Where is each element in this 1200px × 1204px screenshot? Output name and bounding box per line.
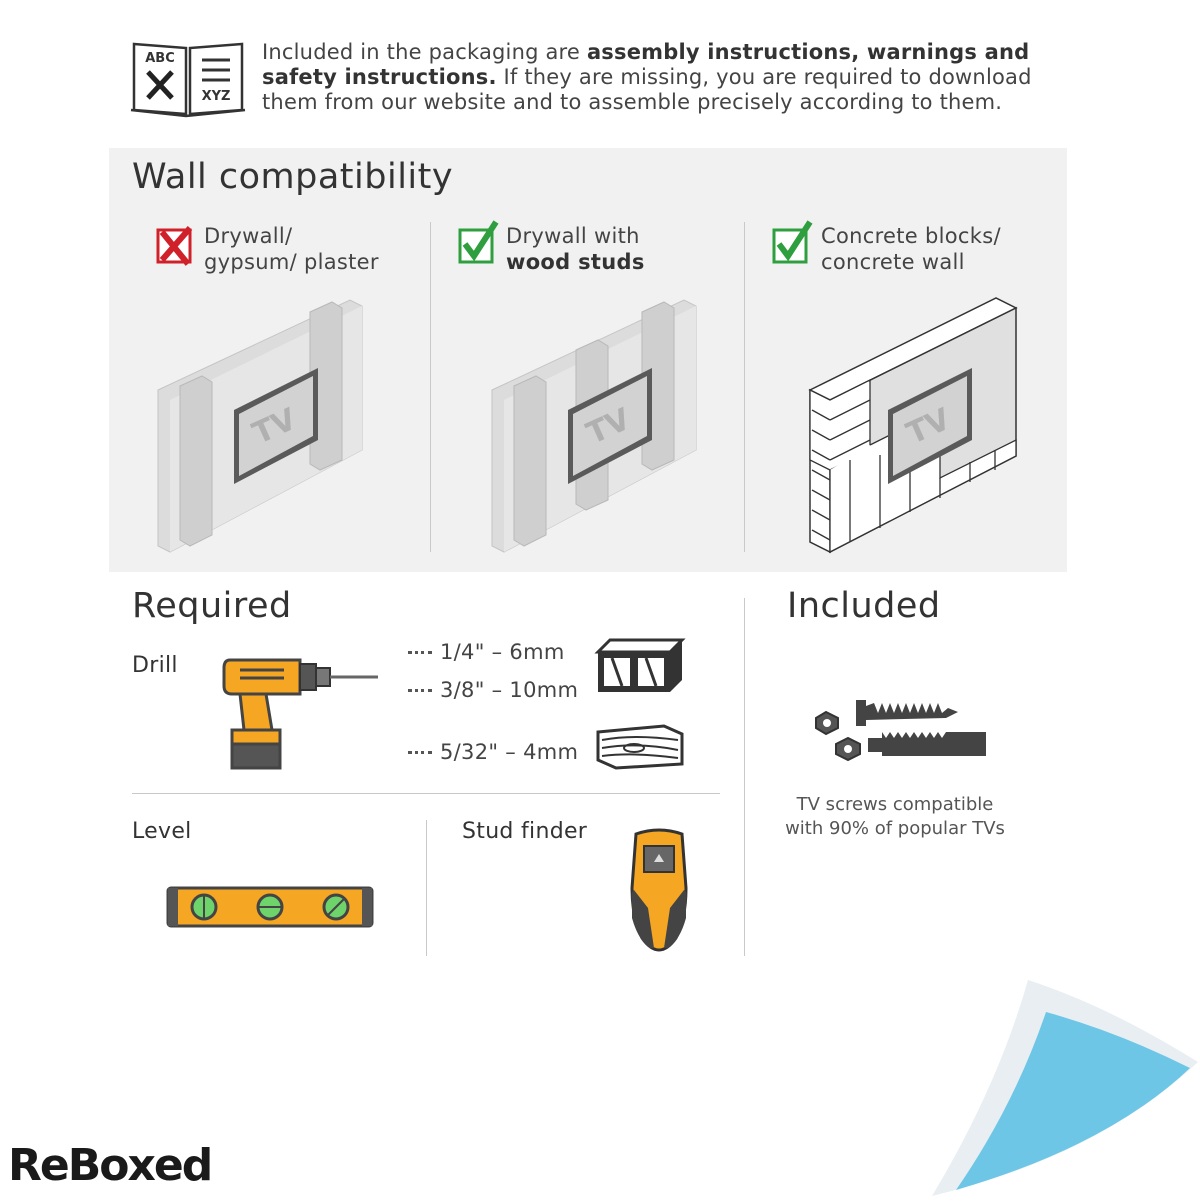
intro-text-part2: If they are missing, you are required to…	[262, 65, 1032, 114]
book-xyz-text: XYZ	[202, 89, 231, 104]
drill-icon	[220, 650, 385, 776]
concrete-block-icon	[594, 636, 686, 700]
intro-text-bold: assembly instructions, warnings and safe…	[262, 40, 1030, 89]
page-curl-decoration	[928, 976, 1200, 1204]
stud-finder-label: Stud finder	[462, 819, 588, 844]
drill-bit-icon	[408, 688, 432, 692]
stud-finder-icon	[628, 828, 690, 968]
divider	[132, 793, 720, 794]
divider	[744, 598, 745, 956]
drill-bit-icon	[408, 750, 432, 754]
included-caption-line1: TV screws compatible	[796, 794, 994, 815]
level-label: Level	[132, 819, 192, 844]
divider	[744, 222, 745, 552]
drill-bit-icon	[408, 650, 432, 654]
screws-icon	[812, 694, 992, 770]
included-caption-line2: with 90% of popular TVs	[785, 818, 1005, 839]
drywall-studs-illustration: TV	[484, 290, 704, 564]
wall-option-studs-label: Drywall with wood studs	[506, 223, 645, 275]
wood-plank-icon	[594, 720, 686, 774]
intro-text: Included in the packaging are assembly i…	[262, 40, 1062, 115]
intro-text-part1: Included in the packaging are	[262, 40, 587, 64]
manual-book-icon: ABC XYZ	[130, 38, 246, 118]
drill-bit-size: 5/32" – 4mm	[440, 740, 579, 764]
wall-option-drywall-label: Drywall/ gypsum/ plaster	[204, 223, 379, 275]
drywall-illustration: TV	[150, 290, 370, 564]
wall-option-studs-line2: wood studs	[506, 250, 645, 274]
wall-compatibility-title: Wall compatibility	[132, 157, 454, 197]
drill-bit-item: 5/32" – 4mm	[408, 733, 598, 771]
wall-option-studs-line1: Drywall with	[506, 224, 640, 248]
included-title: Included	[787, 586, 941, 626]
check-icon	[772, 218, 814, 270]
wall-option-drywall-line1: Drywall/	[204, 224, 293, 248]
wall-option-concrete-label: Concrete blocks/ concrete wall	[821, 223, 1001, 275]
drill-bit-item: 3/8" – 10mm	[408, 671, 598, 709]
wall-option-concrete-line1: Concrete blocks/	[821, 224, 1001, 248]
concrete-wall-illustration: TV	[800, 290, 1025, 564]
brand-logo: ReBoxed	[8, 1140, 213, 1191]
required-title: Required	[132, 586, 292, 626]
divider	[426, 820, 427, 956]
spirit-level-icon	[166, 884, 374, 934]
divider	[430, 222, 431, 552]
drill-label: Drill	[132, 653, 178, 678]
drill-bit-size: 3/8" – 10mm	[440, 678, 579, 702]
check-icon	[458, 218, 500, 270]
included-caption: TV screws compatible with 90% of popular…	[770, 793, 1020, 841]
book-abc-text: ABC	[145, 51, 175, 66]
drill-bit-size: 1/4" – 6mm	[440, 640, 565, 664]
drill-bit-item: 1/4" – 6mm	[408, 633, 598, 671]
wall-option-drywall-line2: gypsum/ plaster	[204, 250, 379, 274]
wall-option-concrete-line2: concrete wall	[821, 250, 965, 274]
cross-icon	[156, 222, 196, 270]
drill-bit-list: 1/4" – 6mm 3/8" – 10mm 5/32" – 4mm	[408, 633, 598, 771]
